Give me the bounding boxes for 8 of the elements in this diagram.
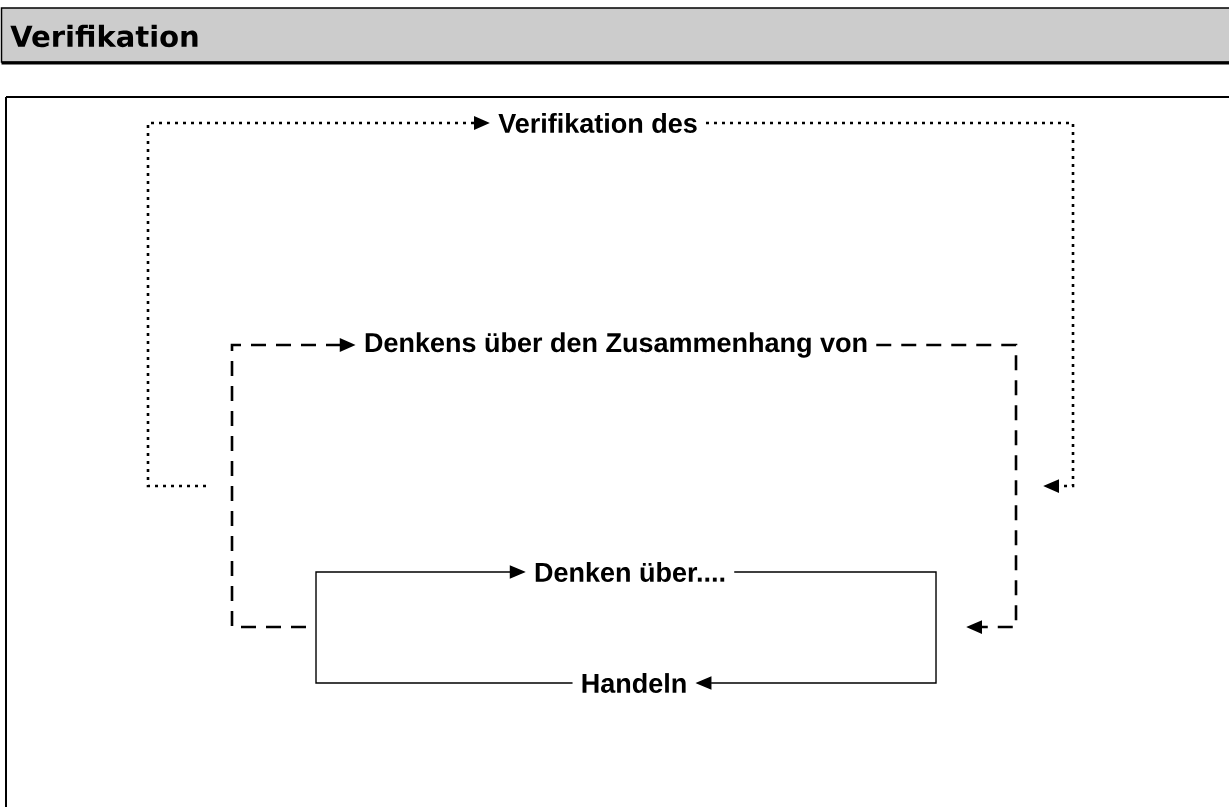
arrow [315, 565, 574, 684]
text-label: Verifikation des [498, 113, 697, 133]
arrow [706, 121, 1075, 493]
text-label: Denken über.... [535, 562, 725, 582]
header-bar: Verifikation [0, 7, 1229, 65]
text-label: Denkens über den Zusammenhang von [365, 332, 867, 358]
text-label: Handeln [582, 673, 686, 693]
arrow [876, 343, 1018, 634]
